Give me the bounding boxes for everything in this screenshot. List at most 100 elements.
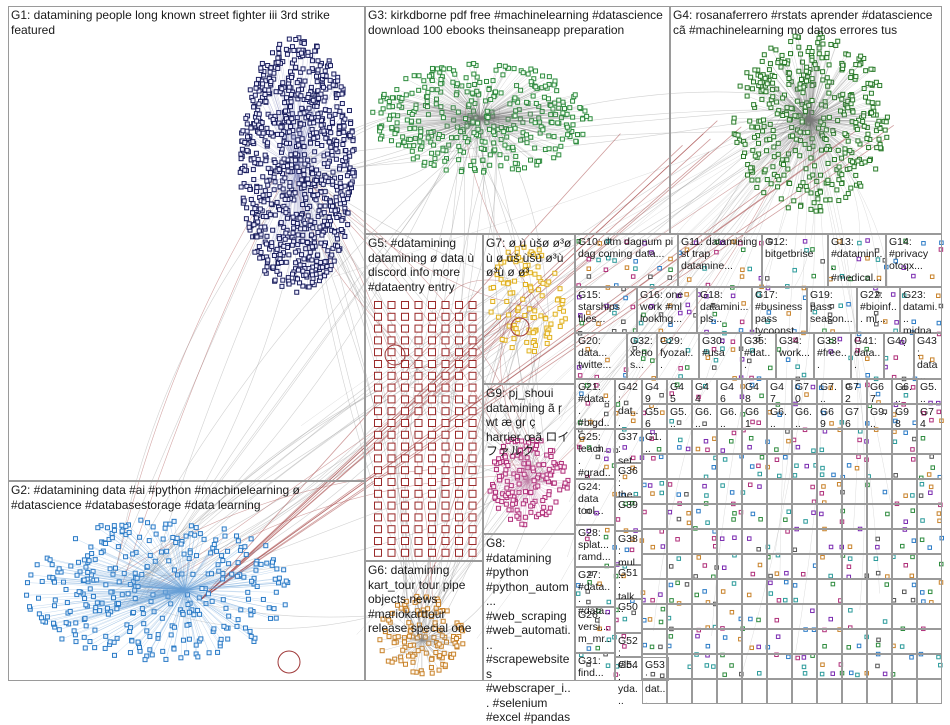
small-group-panel bbox=[917, 679, 942, 704]
small-group-panel bbox=[642, 629, 667, 654]
group-label-g2: G2: #datamining data #ai #python #machin… bbox=[11, 483, 362, 512]
small-group-label: G6... bbox=[720, 406, 739, 430]
group-panel-g33: G33: #free... bbox=[814, 333, 851, 379]
small-group-panel bbox=[742, 554, 767, 579]
small-group-panel bbox=[892, 479, 917, 504]
small-group-panel bbox=[767, 504, 792, 529]
small-group-panel bbox=[842, 604, 867, 629]
small-group-label: G7... bbox=[820, 381, 839, 405]
small-group-label: G49 bbox=[645, 381, 664, 405]
small-group-panel bbox=[692, 454, 717, 479]
small-group-panel bbox=[867, 554, 892, 579]
small-group-panel bbox=[667, 504, 692, 529]
group-panel-g13: G13: #datamini... #medical... bbox=[828, 234, 886, 287]
small-group-panel bbox=[917, 504, 942, 529]
small-group-panel: G76 bbox=[842, 404, 867, 429]
group-label-g13: G13: #datamini... #medical... bbox=[831, 236, 883, 284]
small-group-label: G56 bbox=[645, 406, 664, 430]
group-label-g22: G22: #bioinf... ml... bbox=[860, 289, 897, 325]
small-group-panel bbox=[642, 529, 667, 554]
group-label-g43: G43: data... bbox=[917, 335, 939, 383]
small-group-panel bbox=[867, 679, 892, 704]
small-group-panel bbox=[692, 629, 717, 654]
small-group-label: G74 bbox=[920, 406, 939, 430]
small-group-panel bbox=[817, 554, 842, 579]
small-group-panel bbox=[867, 504, 892, 529]
group-panel-g39: G39 bbox=[615, 497, 642, 531]
small-group-panel bbox=[667, 529, 692, 554]
group-label-g30: G30: #usa bbox=[702, 335, 738, 359]
small-group-panel bbox=[642, 654, 667, 679]
small-group-panel bbox=[717, 429, 742, 454]
small-group-panel bbox=[917, 454, 942, 479]
small-group-panel bbox=[892, 679, 917, 704]
small-group-panel bbox=[692, 654, 717, 679]
small-group-label: G6... bbox=[770, 406, 789, 430]
small-group-label: G5... bbox=[920, 381, 939, 405]
small-group-panel: G56 bbox=[642, 404, 667, 429]
small-group-panel bbox=[917, 429, 942, 454]
small-group-panel bbox=[742, 504, 767, 529]
small-group-panel bbox=[742, 629, 767, 654]
small-group-panel: G70 bbox=[792, 379, 817, 404]
small-group-panel: G6... bbox=[717, 404, 742, 429]
small-group-label: G5... bbox=[670, 406, 689, 430]
group-panel-g5: G5: #datamining datamining ø data ù disc… bbox=[365, 234, 483, 561]
small-group-panel bbox=[867, 454, 892, 479]
small-group-panel bbox=[717, 654, 742, 679]
small-group-panel bbox=[717, 604, 742, 629]
small-group-label: G46 bbox=[720, 381, 739, 405]
small-group-panel bbox=[717, 529, 742, 554]
small-group-panel bbox=[717, 579, 742, 604]
group-label-g24: G24: data tool... bbox=[578, 481, 612, 517]
small-group-panel bbox=[892, 579, 917, 604]
group-label-g35: G35: #dat... bbox=[744, 335, 773, 371]
group-label-g31: G31: find... bbox=[578, 655, 612, 679]
group-panel-g24: G24: data tool... bbox=[575, 479, 615, 525]
group-label-g6: G6: datamining kart_tour tour pipe objec… bbox=[368, 563, 480, 636]
small-group-label: G47 bbox=[770, 381, 789, 405]
group-panel-g36: G36: the... bbox=[615, 463, 642, 497]
small-group-panel bbox=[892, 429, 917, 454]
group-label-g29: G29: fyozai... bbox=[660, 335, 696, 371]
small-group-panel bbox=[667, 454, 692, 479]
group-panel-g21: G21: #data... #bigd... bbox=[575, 379, 615, 429]
small-group-panel bbox=[717, 479, 742, 504]
group-panel-g3: G3: kirkdborne pdf free #machinelearning… bbox=[365, 6, 670, 234]
small-group-panel bbox=[767, 629, 792, 654]
small-group-panel bbox=[742, 579, 767, 604]
small-group-panel bbox=[717, 454, 742, 479]
small-group-panel bbox=[842, 579, 867, 604]
small-group-panel bbox=[767, 604, 792, 629]
small-group-panel: G1... bbox=[642, 429, 667, 454]
small-group-panel bbox=[692, 479, 717, 504]
small-group-panel: G6... bbox=[767, 404, 792, 429]
small-group-panel bbox=[792, 679, 817, 704]
group-panel-g9: G9: pj_shoui datamining ã ŗ wt æ gr ç ha… bbox=[483, 384, 575, 534]
small-group-panel bbox=[867, 529, 892, 554]
group-panel-g25: G25: teach... #grad... bbox=[575, 429, 615, 479]
group-panel-g42: G42: dat... bbox=[615, 379, 642, 429]
group-panel-g52: G52: #lb... bbox=[615, 633, 642, 657]
small-group-panel bbox=[842, 679, 867, 704]
group-label-g12: G12: bitgetbrise bbox=[765, 236, 825, 260]
small-group-label: G61 bbox=[745, 406, 764, 430]
small-group-label: G98 bbox=[895, 406, 914, 430]
small-group-panel bbox=[792, 654, 817, 679]
small-group-panel bbox=[767, 454, 792, 479]
small-group-label: G6... bbox=[695, 406, 714, 430]
small-group-panel bbox=[842, 629, 867, 654]
group-panel-g35: G35: #dat... bbox=[741, 333, 776, 379]
small-group-panel bbox=[642, 579, 667, 604]
small-group-label: G6... bbox=[895, 381, 914, 405]
group-label-g3: G3: kirkdborne pdf free #machinelearning… bbox=[368, 8, 667, 37]
small-group-panel bbox=[667, 679, 692, 704]
group-label-g54: G54: yda... bbox=[618, 659, 639, 707]
group-panel-g19: G19: pass season... bbox=[807, 287, 857, 333]
small-group-panel: G7... bbox=[817, 379, 842, 404]
small-group-panel bbox=[917, 654, 942, 679]
small-group-panel: G46 bbox=[717, 379, 742, 404]
small-group-panel bbox=[792, 479, 817, 504]
group-label-g7: G7: ø ù ùšø ø³ø ù ø ùš ùšù ø³ù ø³ù ø ø³ bbox=[486, 236, 572, 280]
small-group-panel: G5... bbox=[667, 404, 692, 429]
